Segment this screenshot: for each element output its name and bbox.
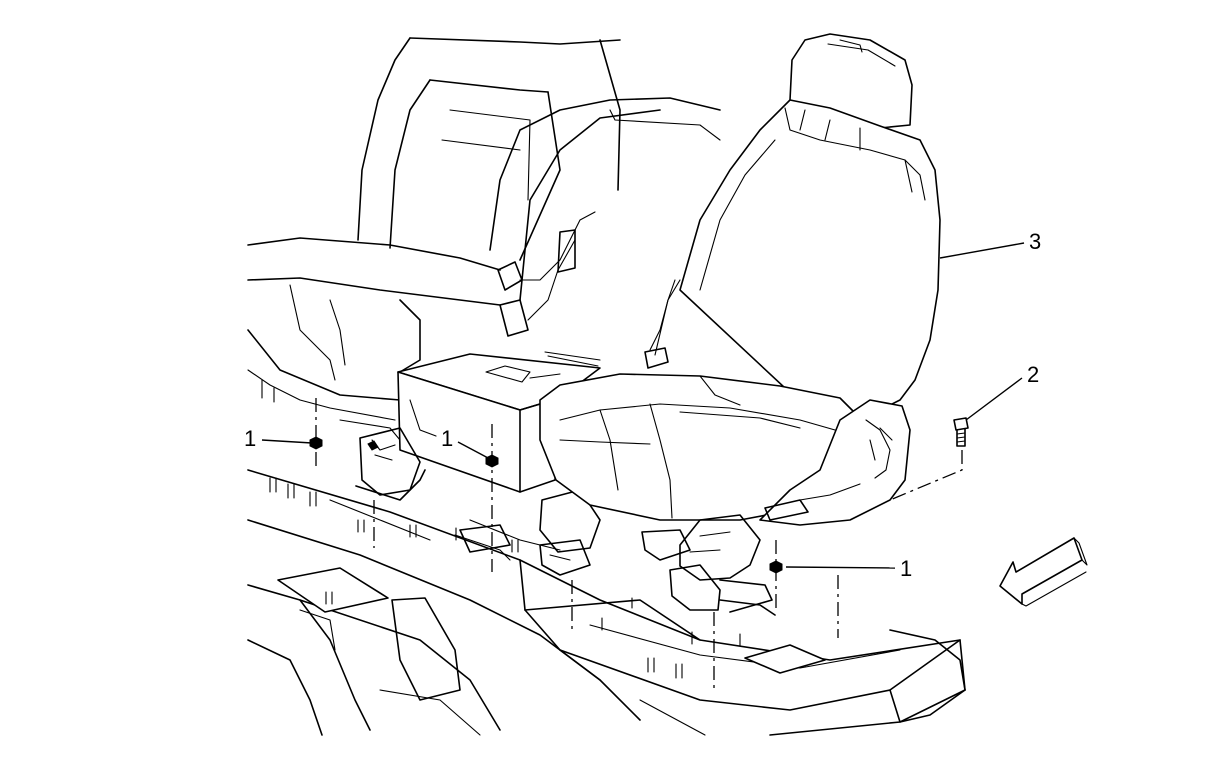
right-front-seat (539, 33, 941, 616)
callout-nut-center: 1 (441, 426, 453, 451)
floor-pan (247, 469, 966, 736)
callout-labels: 1 1 1 2 3 (244, 229, 1041, 581)
install-centerlines (315, 398, 963, 690)
left-seat (247, 37, 621, 441)
front-direction-arrow-icon (999, 537, 1088, 607)
callout-bolt: 2 (1027, 362, 1039, 387)
floor-studs (269, 477, 741, 679)
callout-seat: 3 (1029, 229, 1041, 254)
bolt (953, 417, 969, 447)
leader-lines (261, 242, 1025, 569)
callout-nut-rear-left: 1 (244, 426, 256, 451)
center-backrest (489, 97, 721, 369)
callout-nut-front-right: 1 (900, 556, 912, 581)
